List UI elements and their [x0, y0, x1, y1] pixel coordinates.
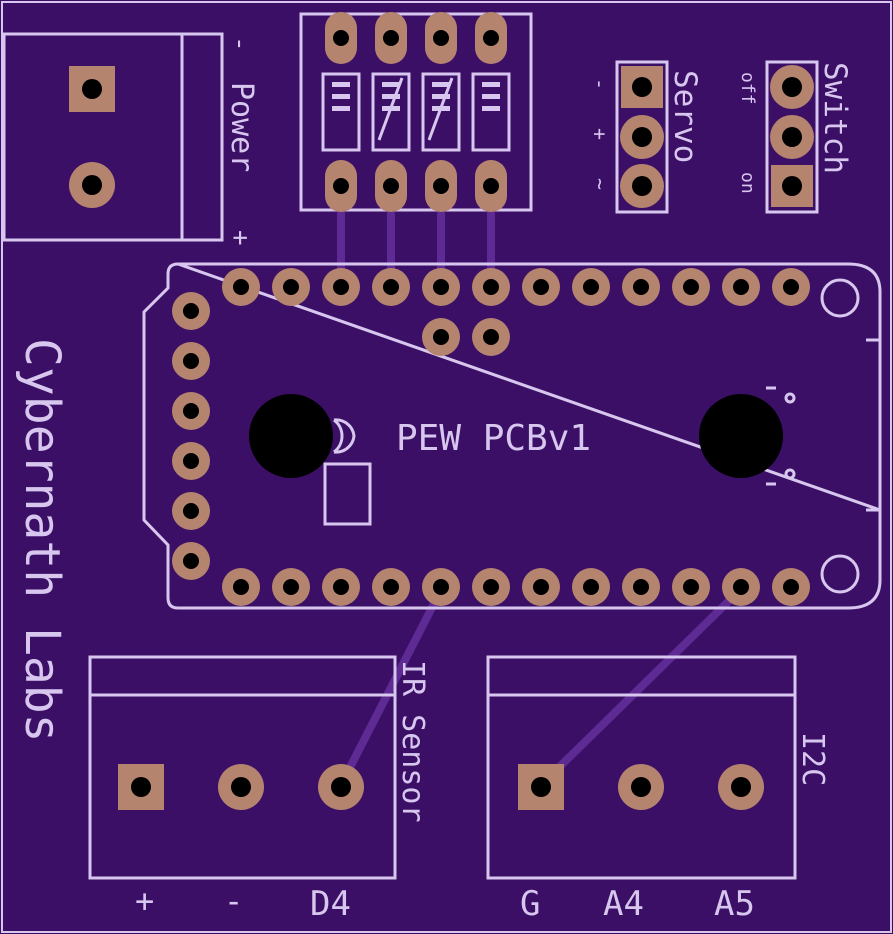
ir-plus-label: +: [135, 882, 154, 920]
ir-minus-label: -: [224, 882, 243, 920]
servo-plus-label: +: [588, 128, 612, 140]
power-label: Power: [224, 82, 259, 172]
dip-switch: [299, 12, 533, 212]
ir-connector-outline: [88, 655, 397, 880]
mcu-mount-hole-top: [820, 278, 860, 318]
power-plus-label: +: [225, 230, 255, 246]
mount-hole-left: [249, 394, 333, 478]
brand-label: Cybernath Labs: [14, 338, 70, 743]
trace-d4: [337, 586, 445, 789]
mcu-module: PEW PCBv1: [142, 262, 882, 610]
servo-header-outline: [615, 60, 669, 214]
led-outline: [333, 418, 344, 454]
i2c-a4-label: A4: [603, 884, 644, 924]
switch-off-label: off: [737, 72, 758, 105]
i2c-a5-label: A5: [714, 884, 755, 924]
mcu-left-pins: [172, 292, 210, 580]
i2c-g-label: G: [520, 884, 540, 924]
dip-switch-pads: [325, 12, 507, 212]
dip-switch-outline: [299, 12, 533, 212]
ir-sensor-connector: IR Sensor + - D4: [88, 655, 430, 924]
i2c-connector: I2C G A4 A5: [486, 655, 830, 924]
servo-minus-label: -: [588, 78, 612, 90]
mcu-bottom-pins: [222, 568, 810, 606]
mount-hole-right: [699, 394, 783, 478]
switch-label: Switch: [817, 62, 853, 174]
servo-signal-label: ~: [588, 178, 612, 190]
i2c-connector-outline: [486, 655, 797, 880]
power-connector-outline: [2, 32, 224, 242]
ir-d4-label: D4: [310, 884, 351, 924]
power-minus-label: -: [225, 36, 255, 52]
servo-label: Servo: [667, 70, 703, 163]
servo-header: Servo - + ~: [588, 60, 703, 214]
smd-component: [323, 462, 372, 526]
board-name-label: PEW PCBv1: [396, 418, 591, 459]
mcu-mount-hole-bottom: [820, 554, 860, 594]
switch-header-outline: [765, 60, 819, 214]
trace-g: [537, 586, 744, 789]
mcu-module-outline: [142, 262, 882, 610]
switch-on-label: on: [737, 172, 758, 194]
mcu-top-pins: [222, 268, 810, 356]
switch-header: Switch off on: [737, 60, 853, 214]
power-connector: Power - +: [2, 32, 259, 246]
ir-sensor-label: IR Sensor: [395, 660, 430, 823]
i2c-label: I2C: [795, 732, 830, 786]
